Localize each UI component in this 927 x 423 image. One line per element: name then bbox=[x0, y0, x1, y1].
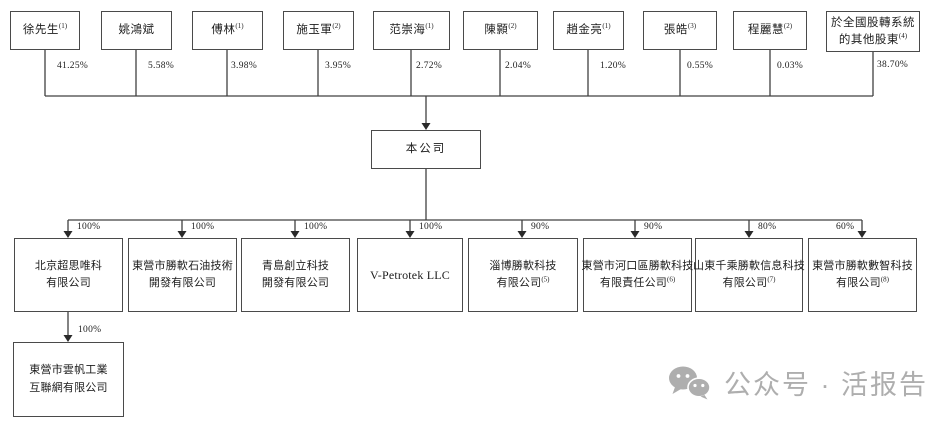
shareholder-name: 張皓 bbox=[663, 23, 688, 36]
shareholder-box-xu: 徐先生(1) bbox=[10, 11, 80, 50]
subsidiary-box-dongying-yunfan: 東營市雲帆工業 互聯網有限公司 bbox=[13, 342, 124, 417]
ownership-label: 100% bbox=[191, 222, 215, 232]
ownership-label: 80% bbox=[758, 222, 777, 232]
ownership-label: 38.70% bbox=[877, 60, 909, 70]
company-box: 本公司 bbox=[371, 130, 481, 169]
arrowhead-icons bbox=[63, 123, 867, 342]
subsidiary-name-line1: 東營市河口區勝軟科技 bbox=[581, 259, 694, 272]
shareholder-box-shi: 施玉軍(2) bbox=[283, 11, 354, 50]
subsidiary-name-line1: V-Petrotek LLC bbox=[369, 267, 450, 282]
ownership-label: 2.04% bbox=[505, 61, 532, 71]
subsidiary-name-line1: 北京超思唯科 bbox=[34, 259, 103, 272]
subsidiary-name-line1: 東營市勝軟數智科技 bbox=[812, 259, 913, 272]
footnote-ref: (7) bbox=[767, 275, 776, 284]
watermark-text: 公众号 · 活报告 bbox=[724, 370, 927, 400]
shareholder-name-line1: 於全國股轉系統 bbox=[831, 16, 915, 29]
shareholder-name: 趙金亮 bbox=[566, 23, 603, 36]
ownership-label: 100% bbox=[78, 325, 102, 335]
wechat-icon bbox=[669, 366, 711, 399]
footnote-ref: (2) bbox=[508, 21, 517, 30]
footnote-ref: (3) bbox=[687, 21, 697, 30]
shareholder-name: 陳顥 bbox=[484, 23, 509, 36]
shareholder-name: 姚鴻斌 bbox=[118, 23, 155, 36]
shareholder-name: 傅林 bbox=[211, 23, 236, 36]
subsidiary-box-dongying-shengruan-petroleum: 東營市勝軟石油技術 開發有限公司 bbox=[128, 238, 237, 312]
footnote-ref: (6) bbox=[667, 275, 676, 284]
subsidiary-box-v-petrotek: V-Petrotek LLC bbox=[357, 238, 463, 312]
shareholder-box-cheng: 程麗慧(2) bbox=[733, 11, 807, 50]
subsidiary-box-dongying-hekou-shengruan: 東營市河口區勝軟科技 有限責任公司(6) bbox=[581, 238, 694, 312]
ownership-label: 3.98% bbox=[231, 61, 258, 71]
subsidiary-name-line1: 山東千乘勝軟信息科技 bbox=[693, 259, 805, 272]
footnote-ref: (1) bbox=[425, 21, 434, 30]
ownership-label: 2.72% bbox=[416, 61, 443, 71]
subsidiary-name-line2: 開發有限公司 bbox=[261, 277, 330, 289]
subsidiary-name-line1: 青島創立科技 bbox=[261, 259, 330, 272]
ownership-label: 41.25% bbox=[57, 61, 89, 71]
shareholder-name: 徐先生 bbox=[22, 23, 59, 36]
shareholder-box-fan: 范崇海(1) bbox=[373, 11, 450, 50]
footnote-ref: (1) bbox=[58, 21, 68, 30]
subsidiary-box-qingdao-chuangli: 青島創立科技 開發有限公司 bbox=[241, 238, 350, 312]
footnote-ref: (5) bbox=[541, 275, 550, 284]
shareholder-name: 范崇海 bbox=[389, 23, 426, 36]
subsidiary-name-line2: 互聯網有限公司 bbox=[29, 381, 108, 394]
footnote-ref: (4) bbox=[898, 31, 908, 40]
ownership-label: 1.20% bbox=[600, 61, 627, 71]
subsidiary-name-line2: 有限公司 bbox=[496, 277, 542, 289]
footnote-ref: (2) bbox=[332, 21, 341, 30]
subsidiary-name-line2: 有限公司 bbox=[46, 277, 91, 289]
ownership-label: 60% bbox=[836, 222, 855, 232]
subsidiary-name-line1: 淄博勝軟科技 bbox=[489, 259, 557, 272]
subsidiary-box-zibo-shengruan: 淄博勝軟科技 有限公司(5) bbox=[468, 238, 578, 312]
shareholder-box-nees-other-holders: 於全國股轉系統 的其他股東(4) bbox=[826, 11, 920, 52]
ownership-label: 90% bbox=[531, 222, 550, 232]
subsidiary-box-beijing-chaosiweike: 北京超思唯科 有限公司 bbox=[14, 238, 123, 312]
ownership-label: 0.03% bbox=[777, 61, 804, 71]
shareholder-box-fu: 傅林(1) bbox=[192, 11, 263, 50]
watermark: 公众号 · 活报告 bbox=[668, 363, 927, 402]
ownership-label: 100% bbox=[77, 222, 101, 232]
subsidiary-name-line2: 開發有限公司 bbox=[148, 277, 217, 289]
ownership-label: 90% bbox=[644, 222, 663, 232]
shareholder-name: 施玉軍 bbox=[296, 23, 333, 36]
subsidiary-name-line2: 有限責任公司 bbox=[599, 277, 668, 289]
ownership-label: 5.58% bbox=[148, 61, 175, 71]
shareholder-box-yao: 姚鴻斌 bbox=[101, 11, 172, 50]
footnote-ref: (8) bbox=[880, 275, 889, 284]
subsidiary-name-line1: 東營市雲帆工業 bbox=[29, 364, 108, 377]
subsidiary-name-line2: 有限公司 bbox=[722, 277, 768, 289]
footnote-ref: (1) bbox=[602, 21, 611, 30]
company-name: 本公司 bbox=[405, 142, 447, 155]
ownership-label: 100% bbox=[304, 222, 328, 232]
footnote-ref: (2) bbox=[783, 21, 793, 30]
shareholder-name-line2: 的其他股東 bbox=[838, 33, 899, 46]
shareholder-name: 程麗慧 bbox=[747, 23, 784, 36]
footnote-ref: (1) bbox=[235, 21, 244, 30]
subsidiary-box-dongying-shengruan-shuzhi: 東營市勝軟數智科技 有限公司(8) bbox=[808, 238, 917, 312]
shareholder-box-zhang: 張皓(3) bbox=[643, 11, 717, 50]
subsidiary-name-line2: 有限公司 bbox=[836, 277, 881, 289]
subsidiary-box-shandong-qiancheng-shengruan: 山東千乘勝軟信息科技 有限公司(7) bbox=[693, 238, 805, 312]
shareholder-box-chen: 陳顥(2) bbox=[463, 11, 538, 50]
subsidiary-name-line1: 東營市勝軟石油技術 bbox=[132, 259, 233, 272]
ownership-label: 3.95% bbox=[325, 61, 352, 71]
shareholder-box-zhao: 趙金亮(1) bbox=[553, 11, 624, 50]
ownership-label: 0.55% bbox=[687, 61, 714, 71]
ownership-label: 100% bbox=[419, 222, 443, 232]
